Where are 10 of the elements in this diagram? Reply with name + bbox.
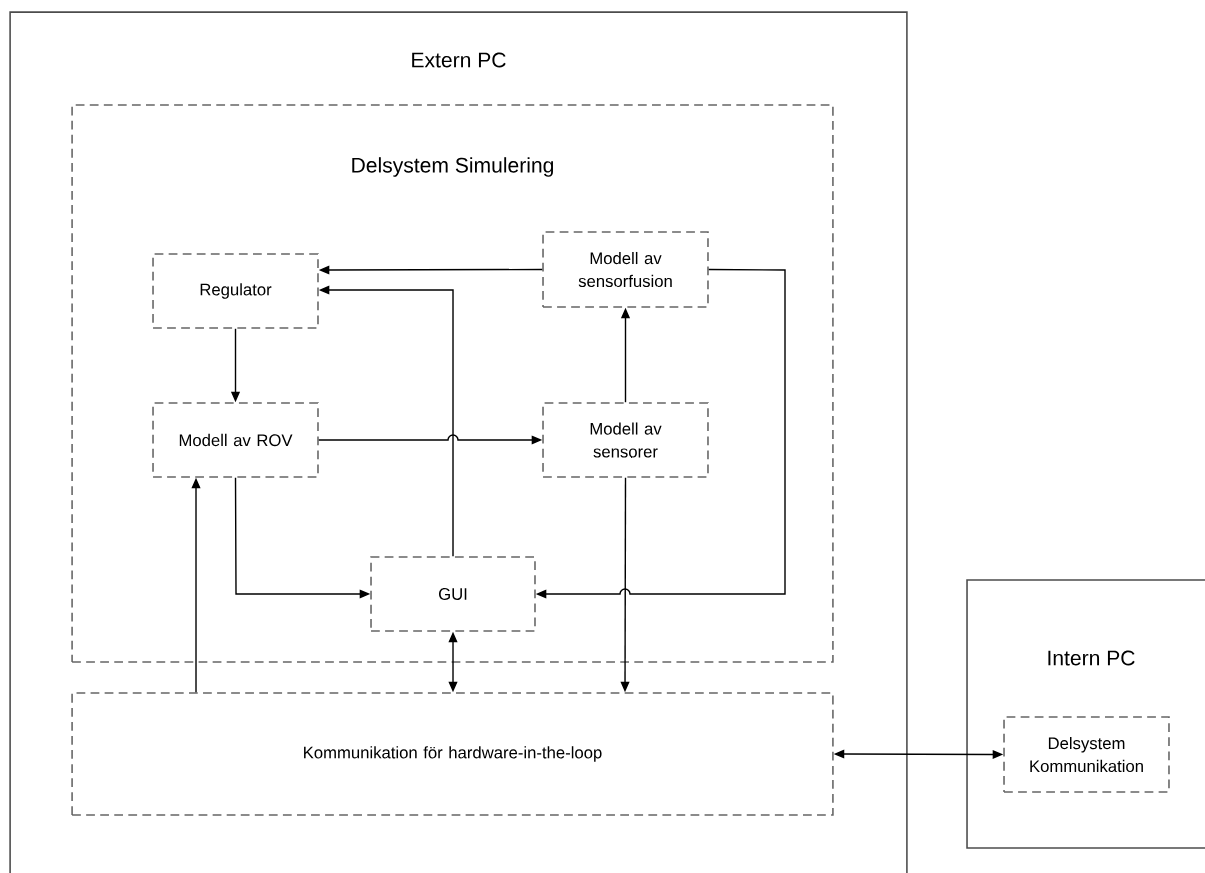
- box-title: Intern PC: [1048, 650, 1135, 666]
- process-box: Delsystem Kommunikation: [1003, 716, 1170, 793]
- process-box: Kommunikation för hardware-in-the-loop: [71, 692, 834, 816]
- process-box: Regulator: [152, 253, 319, 329]
- process-box: Modell av ROV: [152, 402, 319, 478]
- box-title: Delsystem Simulering: [352, 157, 553, 177]
- process-box: Modell av sensorer: [542, 402, 709, 478]
- process-box: GUI: [370, 556, 536, 632]
- process-box: Modell av sensorfusion: [542, 231, 709, 308]
- box-title: Extern PC: [412, 52, 506, 68]
